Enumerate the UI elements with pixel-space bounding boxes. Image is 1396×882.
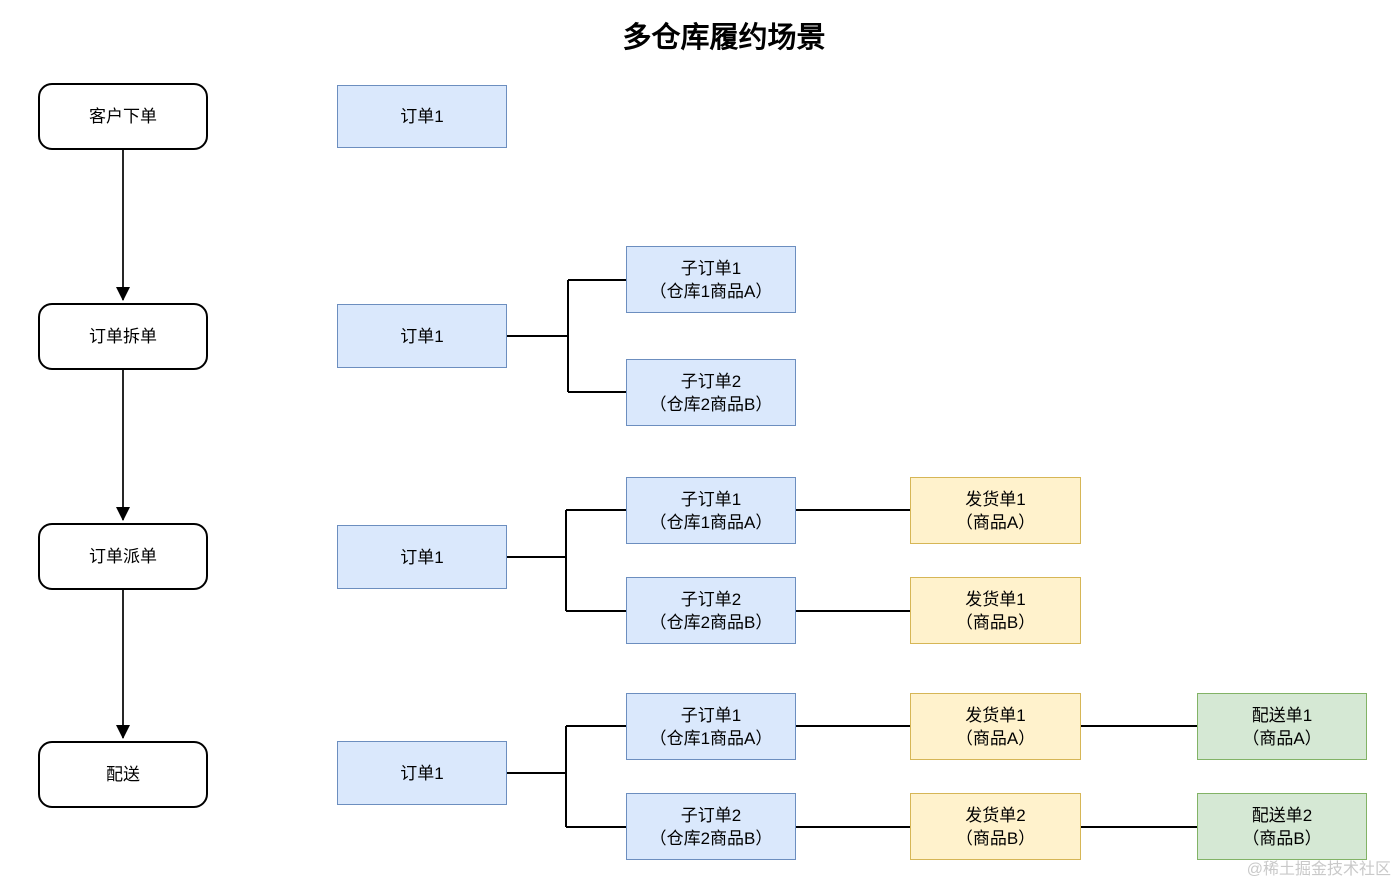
stage-order-split: 订单拆单 <box>38 303 208 370</box>
stage-label: 配送 <box>106 765 140 784</box>
node-label-line1: 发货单1 <box>965 705 1026 725</box>
node-label-line1: 发货单1 <box>965 589 1026 609</box>
connector-dispatch-branch <box>507 509 911 612</box>
node-order1-row1: 订单1 <box>337 85 507 148</box>
node-label-line1: 子订单1 <box>680 705 742 725</box>
node-label: 订单1 <box>400 107 444 126</box>
node-label-line1: 子订单2 <box>680 371 742 391</box>
node-label-line2: （仓库1商品A） <box>649 281 773 301</box>
node-label-line1: 发货单2 <box>965 805 1026 825</box>
node-shipment2-row3: 发货单1 （商品B） <box>910 577 1081 644</box>
node-shipment2-row4: 发货单2 （商品B） <box>910 793 1081 860</box>
stage-order-dispatch: 订单派单 <box>38 523 208 590</box>
node-label-line2: （商品B） <box>955 612 1036 632</box>
node-suborder1-row4: 子订单1 （仓库1商品A） <box>626 693 796 760</box>
node-label-line2: （商品A） <box>1242 728 1322 748</box>
node-order1-row4: 订单1 <box>337 741 507 805</box>
node-label-line1: 配送单1 <box>1251 705 1313 725</box>
watermark-text: @稀土掘金技术社区 <box>1246 861 1391 878</box>
node-label-line2: （商品A） <box>955 512 1036 532</box>
stage-label: 客户下单 <box>89 107 157 126</box>
node-order1-row2: 订单1 <box>337 304 507 368</box>
node-label-line1: 子订单2 <box>680 589 742 609</box>
stage-label: 订单拆单 <box>89 327 157 346</box>
node-label-line2: （商品B） <box>1242 828 1322 848</box>
node-label-line1: 子订单1 <box>680 258 742 278</box>
node-suborder2-row3: 子订单2 （仓库2商品B） <box>626 577 796 644</box>
node-label: 订单1 <box>400 326 444 346</box>
diagram-title: 多仓库履约场景 <box>622 22 826 54</box>
node-label-line2: （商品B） <box>955 828 1036 848</box>
node-label-line2: （仓库1商品A） <box>649 728 773 748</box>
node-suborder1-row2: 子订单1 （仓库1商品A） <box>626 246 796 313</box>
node-suborder2-row2: 子订单2 （仓库2商品B） <box>626 359 796 426</box>
node-order1-row3: 订单1 <box>337 525 507 589</box>
node-label: 订单1 <box>400 547 444 567</box>
node-label-line2: （仓库1商品A） <box>649 512 773 532</box>
connector-split-branch <box>507 279 627 393</box>
node-delivery2-row4: 配送单2 （商品B） <box>1197 793 1367 860</box>
node-label-line2: （商品A） <box>955 728 1036 748</box>
node-shipment1-row4: 发货单1 （商品A） <box>910 693 1081 760</box>
node-label-line1: 子订单1 <box>680 489 742 509</box>
node-suborder2-row4: 子订单2 （仓库2商品B） <box>626 793 796 860</box>
stage-delivery: 配送 <box>38 741 208 808</box>
node-label-line2: （仓库2商品B） <box>649 612 773 632</box>
stage-label: 订单派单 <box>89 547 157 566</box>
stage-customer-order: 客户下单 <box>38 83 208 150</box>
node-label-line1: 配送单2 <box>1251 805 1313 825</box>
node-label-line1: 子订单2 <box>680 805 742 825</box>
node-label-line2: （仓库2商品B） <box>649 394 773 414</box>
node-delivery1-row4: 配送单1 （商品A） <box>1197 693 1367 760</box>
node-suborder1-row3: 子订单1 （仓库1商品A） <box>626 477 796 544</box>
node-label-line1: 发货单1 <box>965 489 1026 509</box>
node-label: 订单1 <box>400 763 444 783</box>
node-label-line2: （仓库2商品B） <box>649 828 773 848</box>
connector-delivery-branch <box>507 725 1198 828</box>
node-shipment1-row3: 发货单1 （商品A） <box>910 477 1081 544</box>
